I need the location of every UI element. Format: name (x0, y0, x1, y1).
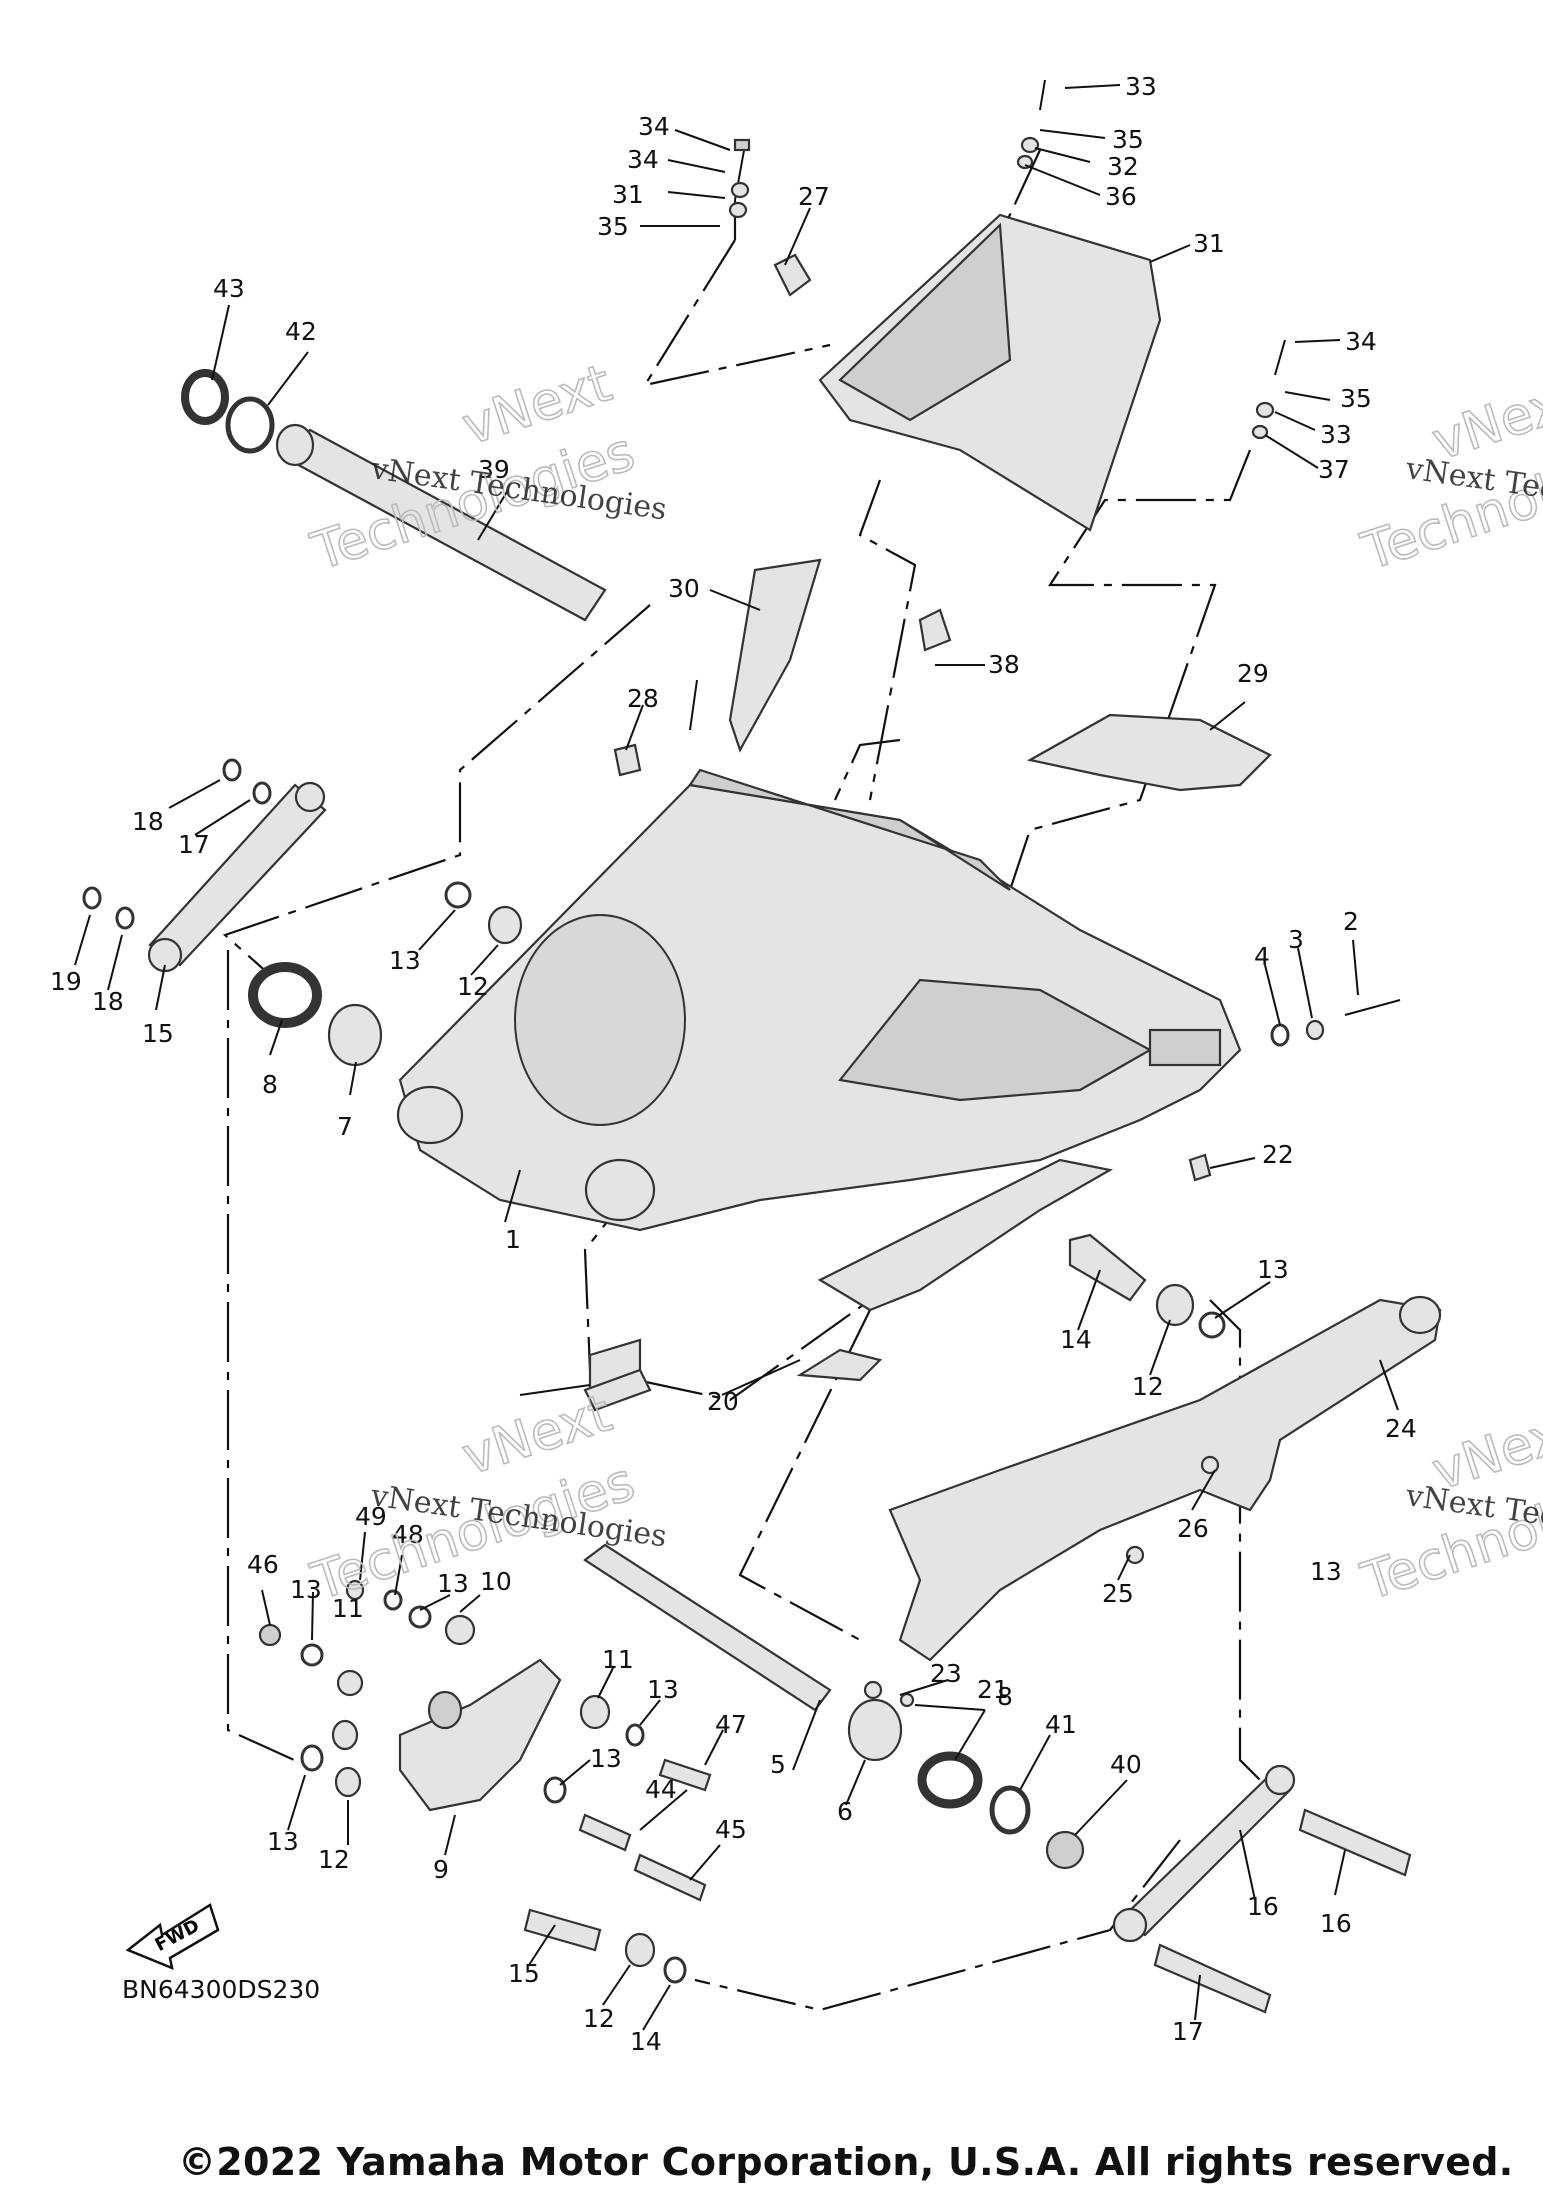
lower-bolts (523, 1368, 1412, 2014)
fwd-arrow-icon: FWD (125, 1903, 220, 1971)
callout: 29 (1237, 659, 1269, 688)
callout: 13 (389, 946, 421, 975)
copyright-notice: ©2022 Yamaha Motor Corporation, U.S.A. A… (178, 2140, 1514, 2184)
callout: 25 (1102, 1579, 1134, 1608)
fasteners-top (613, 79, 1286, 777)
callout: 33 (1320, 420, 1352, 449)
callout: 44 (645, 1775, 677, 1804)
swingarm-main (396, 768, 1242, 1232)
callout: 32 (1107, 152, 1139, 181)
cover-28 (1026, 713, 1272, 792)
callout: 13 (590, 1744, 622, 1773)
diagram-code: BN64300DS230 (122, 1975, 321, 2004)
callout: 5 (770, 1750, 786, 1779)
callout: 49 (355, 1502, 387, 1531)
callout: 39 (478, 455, 510, 484)
callout: 7 (337, 1112, 353, 1141)
callout: 22 (1262, 1140, 1294, 1169)
rod-15-upper (147, 781, 327, 973)
callout: 33 (1125, 72, 1157, 101)
callout: 34 (627, 145, 659, 174)
callout: 27 (798, 182, 830, 211)
callout: 34 (638, 112, 670, 141)
callout: 8 (997, 1682, 1013, 1711)
callout: 20 (707, 1387, 739, 1416)
callout: 12 (1132, 1372, 1164, 1401)
callout: 37 (1318, 455, 1350, 484)
callout: 34 (1345, 327, 1377, 356)
callout: 15 (508, 1959, 540, 1988)
callout: 13 (437, 1569, 469, 1598)
callout-labels: 1 2 3 4 5 6 7 8 8 9 10 11 11 12 12 12 12… (50, 72, 1417, 2056)
callout: 9 (433, 1855, 449, 1884)
callout: 35 (1340, 384, 1372, 413)
chain-guard-30 (818, 213, 1162, 532)
callout: 42 (285, 317, 317, 346)
callout: 12 (318, 1845, 350, 1874)
callout: 30 (668, 574, 700, 603)
callout: 35 (1112, 125, 1144, 154)
callout: 3 (1288, 925, 1304, 954)
callout: 13 (647, 1675, 679, 1704)
callout: 17 (178, 830, 210, 859)
callout: 23 (930, 1659, 962, 1688)
callout: 24 (1385, 1414, 1417, 1443)
callout: 45 (715, 1815, 747, 1844)
callout: 16 (1247, 1892, 1279, 1921)
callout: 11 (602, 1645, 634, 1674)
callout: 47 (715, 1710, 747, 1739)
callout: 26 (1177, 1514, 1209, 1543)
callout: 36 (1105, 182, 1137, 211)
callout: 48 (392, 1520, 424, 1549)
callout: 13 (1257, 1255, 1289, 1284)
callout: 38 (988, 650, 1020, 679)
callout: 12 (457, 972, 489, 1001)
callout: 40 (1110, 1750, 1142, 1779)
link-9 (258, 1579, 645, 1812)
cover-29 (728, 558, 822, 753)
leader-lines (74, 84, 1399, 2031)
callout: 15 (142, 1019, 174, 1048)
callout: 13 (1310, 1557, 1342, 1586)
callout: 31 (1193, 229, 1225, 258)
callout: 4 (1254, 942, 1270, 971)
callout: 14 (1060, 1325, 1092, 1354)
callout: 11 (332, 1594, 364, 1623)
callout: 19 (50, 967, 82, 996)
callout: 31 (612, 180, 644, 209)
callout: 18 (92, 987, 124, 1016)
callout: 6 (837, 1797, 853, 1826)
axle-37 (275, 423, 607, 622)
callout: 16 (1320, 1909, 1352, 1938)
callout: 8 (262, 1070, 278, 1099)
callout: 13 (290, 1575, 322, 1604)
right-bolts (1188, 999, 1401, 1182)
callout: 1 (505, 1225, 521, 1254)
callout: 14 (630, 2027, 662, 2056)
callout: 12 (583, 2004, 615, 2033)
callout: 17 (1172, 2017, 1204, 2046)
callout: 18 (132, 807, 164, 836)
callout: 43 (213, 274, 245, 303)
chain-case-23 (888, 1295, 1442, 1662)
callout: 2 (1343, 907, 1359, 936)
callout: 28 (627, 684, 659, 713)
shafts (583, 1233, 1226, 1870)
callout: 10 (480, 1567, 512, 1596)
callout: 35 (597, 212, 629, 241)
washers-left (82, 369, 523, 1067)
callout: 13 (267, 1827, 299, 1856)
callout: 41 (1045, 1710, 1077, 1739)
callout: 46 (247, 1550, 279, 1579)
callout: 21 (977, 1675, 1009, 1704)
